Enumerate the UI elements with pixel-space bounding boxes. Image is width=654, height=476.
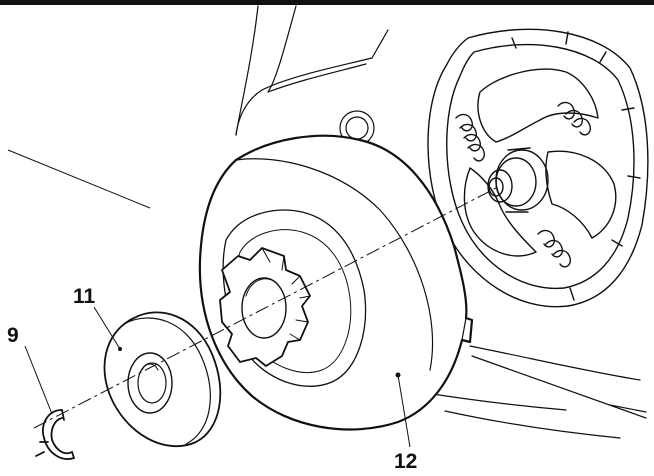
leader-line-9 (24, 345, 53, 415)
part-label-clutch-drum: 12 (394, 450, 418, 473)
clutch-assembly (427, 28, 649, 308)
part-label-circlip: 9 (7, 324, 19, 347)
leader-lines (24, 306, 411, 448)
washer (103, 311, 222, 447)
leader-line-11 (93, 306, 121, 350)
leader-line-12 (397, 374, 411, 448)
reference-line (7, 149, 151, 209)
clutch-drum (198, 134, 474, 431)
top-border-line (0, 0, 654, 5)
circlip (35, 409, 75, 460)
part-label-washer: 11 (73, 285, 96, 308)
center-axis-line (33, 187, 497, 429)
